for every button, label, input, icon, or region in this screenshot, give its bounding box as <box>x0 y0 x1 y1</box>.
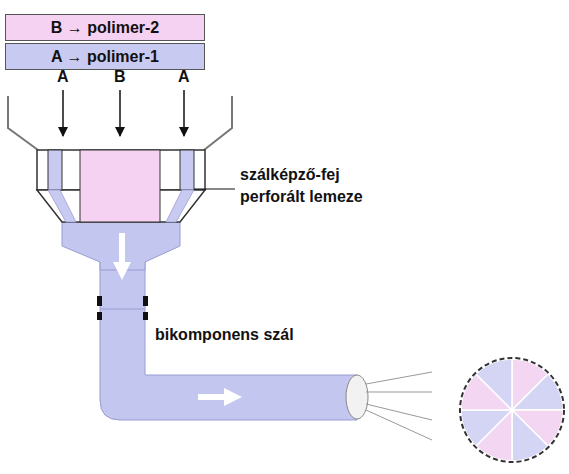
legend-text: A → polimer-1 <box>51 48 159 66</box>
joint-line <box>100 309 145 310</box>
polymer-a-duct <box>48 190 76 222</box>
feed-arrow <box>62 90 64 136</box>
legend-text: B → polimer-2 <box>51 19 159 37</box>
feed-label: A <box>178 66 190 88</box>
part-label: bikomponens szál <box>155 324 294 346</box>
projection-line <box>366 404 432 420</box>
sector <box>476 359 512 410</box>
leader-line <box>194 188 235 189</box>
polymer-a-channel <box>180 150 194 190</box>
joint-mark <box>143 296 148 306</box>
sector <box>461 410 512 446</box>
polymer-a-duct <box>166 190 194 222</box>
feed-arrow <box>183 90 185 136</box>
fiber-pipe <box>100 255 357 420</box>
part-label: szálképző-fej perforált lemeze <box>240 164 395 207</box>
fiber-end <box>346 375 368 419</box>
flow-arrow <box>198 388 242 406</box>
sector <box>512 410 548 461</box>
hopper-wall <box>204 96 232 150</box>
polymer-b-channel <box>80 150 160 222</box>
projection-line <box>366 410 432 440</box>
joint-mark <box>97 312 102 320</box>
projection-line <box>366 392 432 393</box>
joint-mark <box>143 312 148 320</box>
cross-section <box>461 359 563 461</box>
feed-label: B <box>114 66 126 88</box>
projection-line <box>366 372 432 384</box>
feed-label: A <box>57 66 69 88</box>
joint-mark <box>97 296 102 306</box>
legend-swatch: A → polimer-1 <box>5 43 205 70</box>
hopper-wall <box>8 96 38 150</box>
polymer-a-channel <box>48 150 62 190</box>
legend-swatch: B → polimer-2 <box>5 14 205 41</box>
sector <box>512 374 563 410</box>
cross-section-outline <box>460 358 564 462</box>
feed-arrow <box>119 90 121 136</box>
flow-arrow <box>113 233 131 280</box>
